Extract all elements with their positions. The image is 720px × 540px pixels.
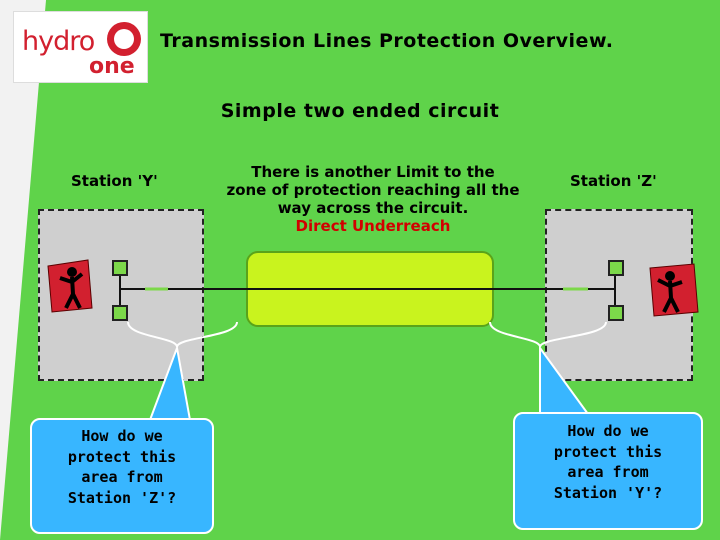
description-line-3: way across the circuit.	[277, 199, 469, 217]
direct-underreach-label: Direct Underreach	[295, 217, 451, 235]
station-y-bottom-node	[112, 305, 128, 321]
right-brace	[489, 321, 607, 348]
station-z-label: Station 'Z'	[570, 172, 657, 190]
left-question-callout: How do we protect this area from Station…	[30, 418, 214, 534]
callout-right-line-4: Station 'Y'?	[553, 484, 663, 503]
logo-word-one: one	[89, 54, 135, 79]
right-question-callout: How do we protect this area from Station…	[513, 412, 703, 530]
left-callout-tail	[148, 344, 192, 421]
station-y-top-node	[112, 260, 128, 276]
callout-left-line-3: area from	[81, 468, 163, 487]
callout-right-line-2: protect this	[553, 442, 663, 461]
hydro-one-logo: hydro one	[13, 11, 148, 83]
zone-description: There is another Limit to the zone of pr…	[214, 163, 532, 235]
callout-right-line-1: How do we	[567, 422, 649, 440]
callout-right-line-3: area from	[567, 463, 649, 482]
slide-subtitle: Simple two ended circuit	[220, 100, 500, 122]
person-icon	[47, 259, 93, 313]
station-z-bottom-node	[608, 305, 624, 321]
description-line-1: There is another Limit to the	[251, 163, 495, 181]
person-icon	[649, 263, 699, 317]
callout-left-line-4: Station 'Z'?	[67, 489, 177, 508]
station-y-label: Station 'Y'	[71, 172, 158, 190]
description-line-2: zone of protection reaching all the	[226, 181, 520, 199]
callout-left-line-2: protect this	[67, 447, 177, 466]
logo-swirl-icon	[107, 22, 141, 56]
right-callout-tail	[539, 344, 590, 415]
left-brace	[127, 321, 238, 348]
slide-title: Transmission Lines Protection Overview.	[160, 30, 614, 52]
logo-word-hydro: hydro	[22, 26, 95, 57]
station-z-top-node	[608, 260, 624, 276]
callout-left-line-1: How do we	[81, 427, 163, 445]
